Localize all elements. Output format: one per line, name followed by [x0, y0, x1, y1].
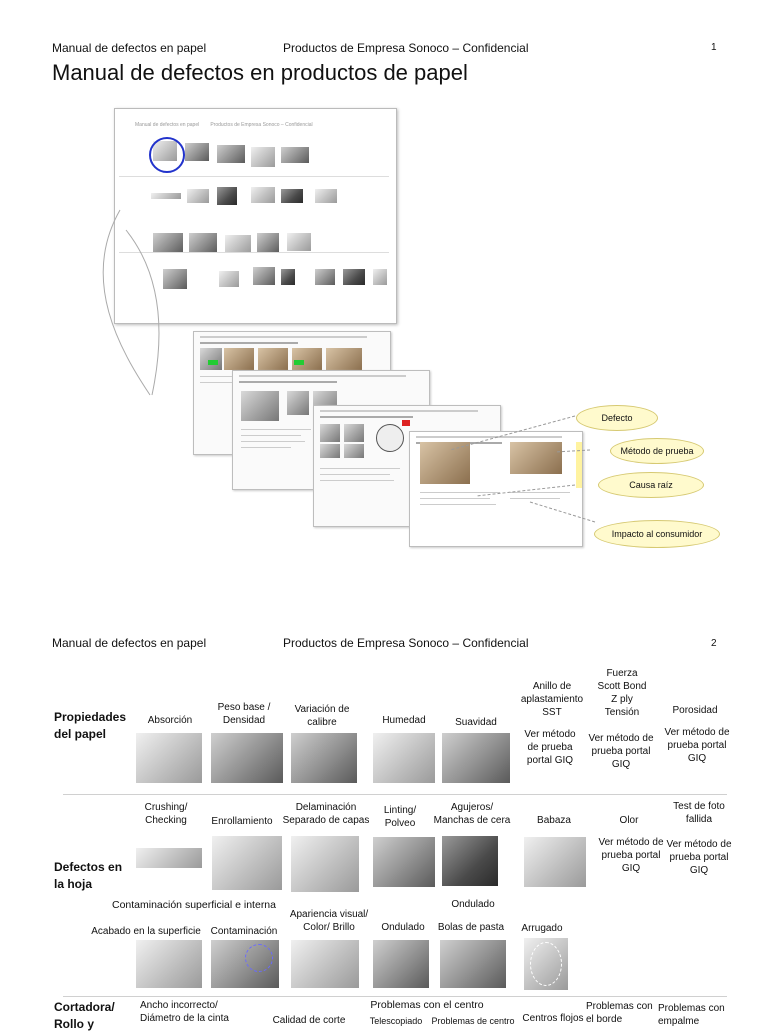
group-ondulado: Ondulado — [451, 899, 495, 910]
photo-arrugado — [524, 938, 568, 990]
section-label-propiedades: Propiedades del papel — [54, 710, 127, 741]
test-note-fuerza: Ver método de prueba portal GIQ — [588, 733, 654, 770]
callout-causa-raiz: Causa raíz — [598, 472, 704, 498]
photo-apariencia — [291, 940, 359, 988]
callout-metodo-prueba: Método de prueba — [610, 438, 704, 464]
subitem-apariencia: Apariencia visual/ Color/ Brillo — [289, 909, 369, 933]
callout-arrows — [450, 415, 596, 523]
item-calidad-corte: Calidad de corte — [272, 1015, 346, 1026]
header-center-2: Productos de Empresa Sonoco – Confidenci… — [283, 636, 529, 650]
photo-bolas-pasta — [440, 940, 506, 988]
item-problemas-empalme: Problemas con empalme — [658, 1003, 725, 1027]
item-fuerza-scott-bond: Fuerza Scott Bond Z ply Tensión — [597, 668, 647, 718]
item-crushing: Crushing/ Checking — [144, 802, 188, 826]
callout-impacto-consumidor: Impacto al consumidor — [594, 520, 720, 548]
callout-defecto: Defecto — [576, 405, 658, 431]
photo-agujeros — [442, 836, 498, 886]
photo-humedad — [373, 733, 435, 783]
photo-enrollamiento — [212, 836, 282, 890]
item-enrollamiento: Enrollamiento — [211, 816, 273, 827]
test-note-anillo: Ver método de prueba portal GIQ — [524, 729, 576, 766]
photo-crushing — [136, 848, 202, 868]
overview-slide-thumbnail: Manual de defectos en papel Productos de… — [114, 108, 397, 324]
subitem-arrugado: Arrugado — [521, 923, 563, 934]
item-variacion-calibre: Variación de calibre — [294, 704, 350, 728]
page-number-2: 2 — [711, 638, 717, 649]
subitem-contaminacion: Contaminación — [210, 926, 278, 937]
subitem-bolas-pasta: Bolas de pasta — [437, 922, 505, 933]
item-olor: Olor — [619, 815, 639, 826]
item-problemas-de-centro: Problemas de centro — [431, 1016, 515, 1026]
photo-variacion-calibre — [291, 733, 357, 783]
item-porosidad: Porosidad — [672, 705, 718, 716]
photo-absorcion — [136, 733, 202, 783]
detail-slide-4 — [409, 431, 583, 547]
photo-delaminacion — [291, 836, 359, 892]
item-anillo-aplastamiento: Anillo de aplastamiento SST — [520, 681, 584, 718]
page-title: Manual de defectos en productos de papel — [52, 60, 468, 85]
section-divider — [63, 794, 727, 795]
photo-peso-base — [211, 733, 283, 783]
item-suavidad: Suavidad — [455, 717, 497, 728]
item-babaza: Babaza — [537, 815, 571, 826]
test-note-foto: Ver método de prueba portal GIQ — [666, 839, 732, 876]
photo-babaza — [524, 837, 586, 887]
subitem-ondulado: Ondulado — [381, 922, 425, 933]
header-center: Productos de Empresa Sonoco – Confidenci… — [283, 41, 529, 55]
section-label-cortadora: Cortadora/ Rollo y — [54, 1000, 115, 1031]
test-note-porosidad: Ver método de prueba portal GIQ — [664, 727, 730, 764]
section-label-defectos: Defectos en la hoja — [54, 860, 123, 891]
test-note-olor: Ver método de prueba portal GIQ — [598, 837, 664, 874]
photo-linting — [373, 837, 435, 887]
item-humedad: Humedad — [382, 715, 426, 726]
item-problemas-borde: Problemas con el borde — [586, 1001, 653, 1025]
item-peso-base: Peso base / Densidad — [217, 702, 271, 726]
photo-suavidad — [442, 733, 510, 783]
photo-acabado — [136, 940, 202, 988]
connector-arrows — [102, 209, 160, 396]
item-test-foto: Test de foto fallida — [673, 801, 725, 825]
group-contaminacion: Contaminación superficial e interna — [111, 899, 276, 911]
item-delaminacion: Delaminación Separado de capas — [282, 802, 370, 826]
item-ancho-incorrecto: Ancho incorrecto/ Diámetro de la cinta — [140, 1000, 229, 1024]
item-centros-flojos: Centros flojos — [522, 1013, 584, 1024]
page-number: 1 — [711, 42, 717, 53]
item-absorcion: Absorción — [147, 715, 193, 726]
header-left-2: Manual de defectos en papel — [52, 636, 207, 650]
section-divider-2 — [63, 996, 727, 997]
item-linting: Linting/ Polveo — [383, 805, 417, 829]
header-left: Manual de defectos en papel — [52, 41, 207, 55]
item-agujeros: Agujeros/ Manchas de cera — [433, 802, 511, 826]
item-problemas-centro: Problemas con el centro — [370, 999, 484, 1011]
subitem-acabado: Acabado en la superficie — [91, 926, 201, 937]
photo-ondulado — [373, 940, 429, 988]
item-telescopiado: Telescopiado — [369, 1016, 423, 1026]
photo-contaminacion — [211, 940, 279, 988]
